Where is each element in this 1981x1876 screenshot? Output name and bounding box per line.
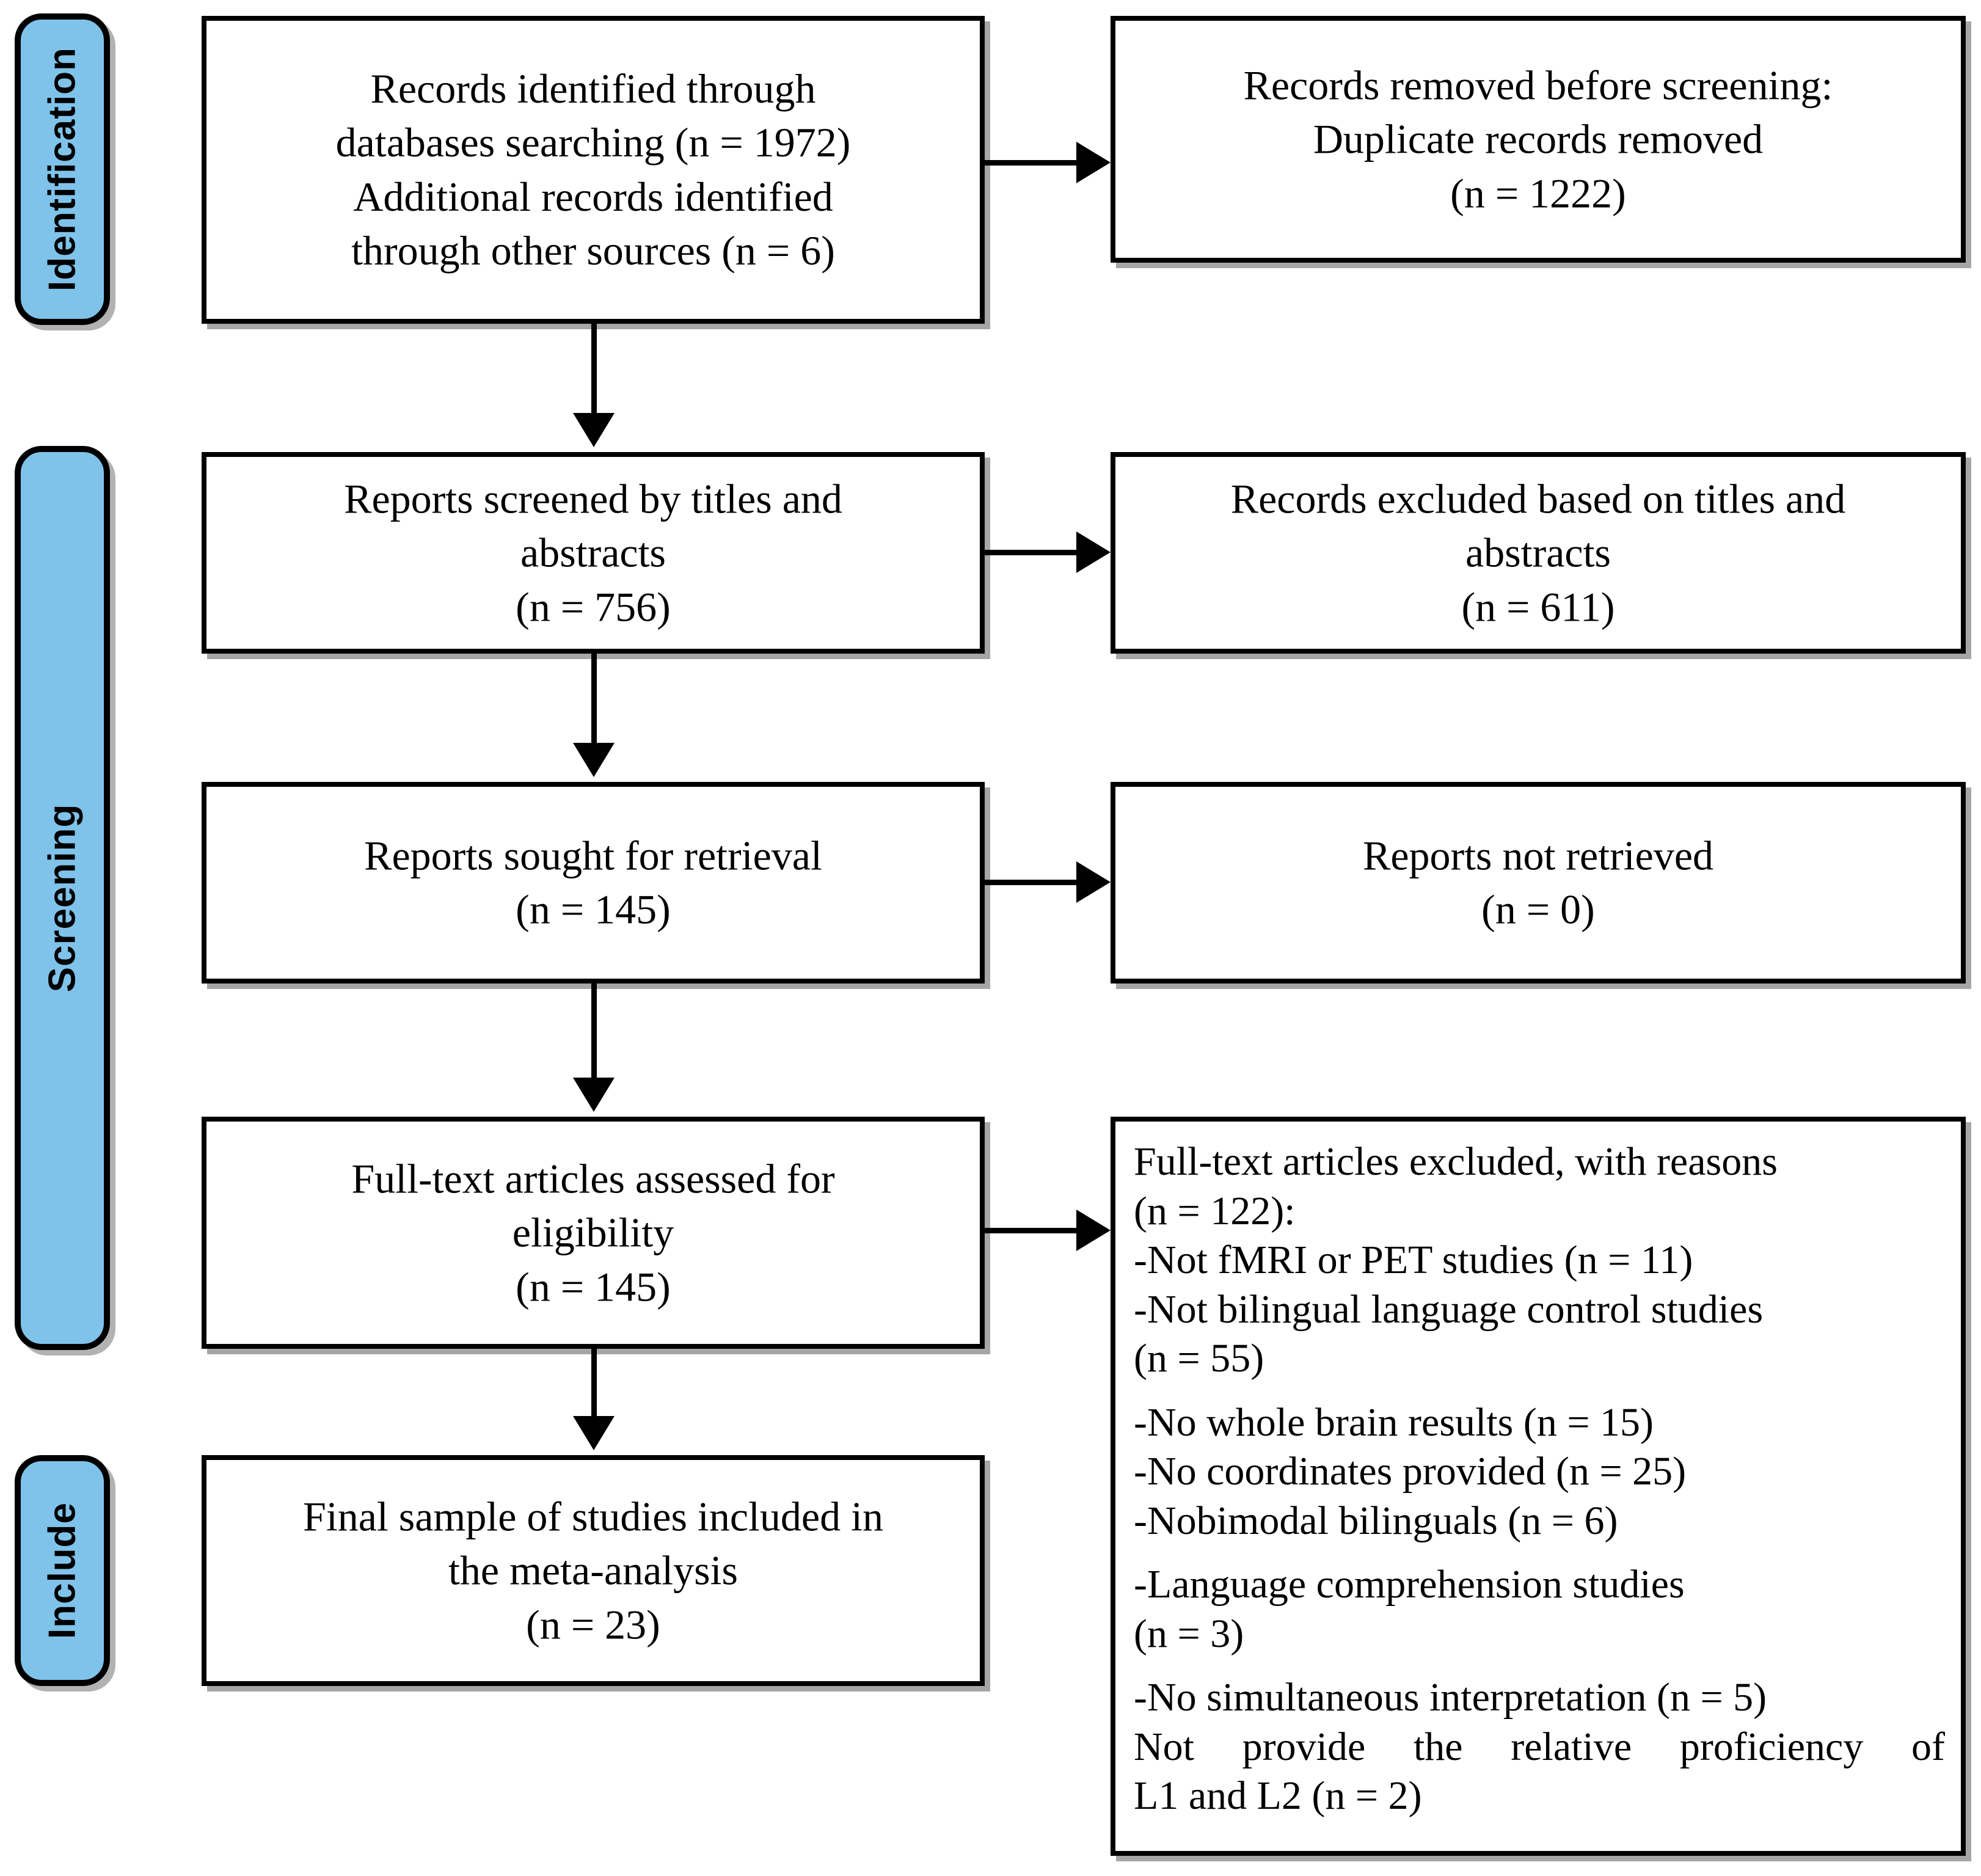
excluded-reason-item: -No coordinates provided (n = 25): [1134, 1449, 1687, 1494]
box-reports-sought-retrieval: Reports sought for retrieval (n = 145): [202, 782, 985, 984]
connector-line: [985, 160, 1078, 166]
connector-line: [985, 880, 1078, 885]
connector-line: [985, 1228, 1078, 1233]
stage-label-screening: Screening: [41, 803, 84, 993]
connector-line: [591, 654, 597, 746]
arrow-head-right-icon: [1076, 1210, 1111, 1251]
box-fulltext-assessed-eligibility: Full-text articles assessed for eligibil…: [202, 1117, 985, 1349]
box-records-excluded-titles-abstracts: Records excluded based on titles and abs…: [1111, 452, 1966, 654]
excluded-reason-item: -No simultaneous interpretation (n = 5): [1134, 1675, 1767, 1720]
box-records-removed-before-screening-text: Records removed before screening: Duplic…: [1243, 62, 1833, 217]
excluded-reasons-list: Full-text articles excluded, with reason…: [1115, 1137, 1961, 1821]
arrow-head-down-icon: [573, 743, 615, 777]
excluded-reason-item: -Language comprehension studies: [1134, 1562, 1685, 1607]
excluded-reason-item-cont: (n = 3): [1134, 1611, 1244, 1656]
box-final-sample-included-text: Final sample of studies included in the …: [303, 1493, 883, 1648]
box-reports-not-retrieved: Reports not retrieved (n = 0): [1111, 782, 1966, 984]
box-fulltext-assessed-eligibility-text: Full-text articles assessed for eligibil…: [351, 1155, 835, 1310]
stage-pill-identification: Identification: [15, 13, 110, 325]
box-records-excluded-titles-abstracts-text: Records excluded based on titles and abs…: [1230, 475, 1846, 630]
box-reports-screened-text: Reports screened by titles and abstracts…: [344, 475, 842, 630]
excluded-reason-item-cont: (n = 55): [1134, 1336, 1264, 1381]
stage-label-include: Include: [41, 1502, 84, 1640]
arrow-head-down-icon: [573, 413, 615, 447]
arrow-head-right-icon: [1076, 142, 1111, 183]
excluded-reason-item: Not provide the relative proficiency of: [1134, 1724, 1945, 1769]
arrow-head-down-icon: [573, 1416, 615, 1450]
excluded-reasons-heading-count: (n = 122):: [1134, 1188, 1296, 1233]
stage-label-identification: Identification: [41, 47, 84, 291]
excluded-reason-item: -Not fMRI or PET studies (n = 11): [1134, 1238, 1693, 1283]
box-reports-sought-retrieval-text: Reports sought for retrieval (n = 145): [364, 832, 822, 933]
stage-pill-include: Include: [15, 1455, 110, 1686]
excluded-reason-item: -Not bilingual language control studies: [1134, 1287, 1764, 1332]
arrow-head-right-icon: [1076, 531, 1111, 573]
reason-spacer: [1134, 1384, 1945, 1398]
arrow-head-down-icon: [573, 1078, 615, 1112]
connector-line: [591, 1349, 597, 1420]
box-records-identified-text: Records identified through databases sea…: [335, 65, 851, 274]
box-reports-not-retrieved-text: Reports not retrieved (n = 0): [1362, 832, 1714, 933]
excluded-reason-item-cont: L1 and L2 (n = 2): [1134, 1773, 1422, 1819]
stage-pill-screening: Screening: [15, 446, 110, 1350]
excluded-reasons-heading: Full-text articles excluded, with reason…: [1134, 1139, 1778, 1184]
reason-spacer: [1134, 1659, 1945, 1673]
excluded-reason-item: -Nobimodal bilinguals (n = 6): [1134, 1498, 1618, 1543]
arrow-head-right-icon: [1076, 861, 1111, 903]
reason-spacer: [1134, 1546, 1945, 1560]
box-records-identified: Records identified through databases sea…: [202, 16, 985, 324]
box-records-removed-before-screening: Records removed before screening: Duplic…: [1111, 16, 1966, 263]
box-reports-screened: Reports screened by titles and abstracts…: [202, 452, 985, 654]
connector-line: [591, 984, 597, 1081]
excluded-reason-item: -No whole brain results (n = 15): [1134, 1400, 1654, 1445]
connector-line: [985, 550, 1078, 555]
box-final-sample-included: Final sample of studies included in the …: [202, 1455, 985, 1686]
box-fulltext-excluded-with-reasons: Full-text articles excluded, with reason…: [1111, 1117, 1966, 1856]
connector-line: [591, 324, 597, 417]
